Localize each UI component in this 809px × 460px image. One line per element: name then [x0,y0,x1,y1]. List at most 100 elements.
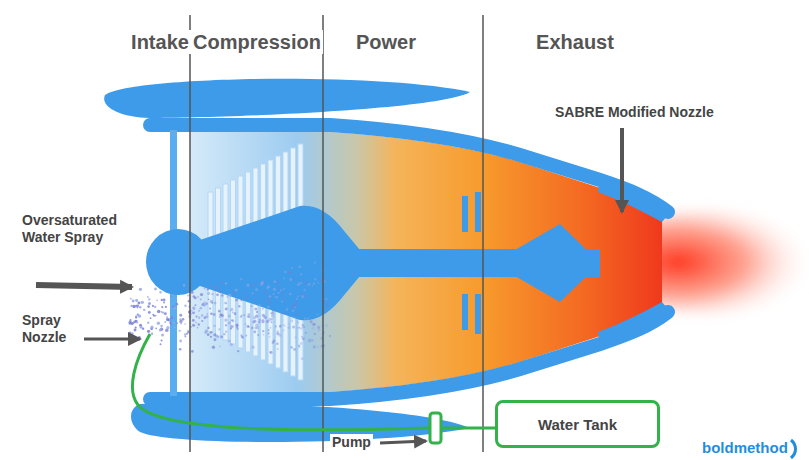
water-droplet [156,299,158,301]
water-droplet [225,307,228,310]
water-droplet [294,302,296,304]
water-droplet [155,315,157,317]
water-droplet [213,325,215,327]
water-droplet [245,335,247,337]
water-droplet [130,298,132,300]
water-droplet [269,336,271,338]
water-droplet [184,323,186,325]
water-droplet [240,299,242,301]
water-droplet [167,318,170,321]
water-droplet [135,320,137,322]
water-droplet [281,300,283,302]
water-droplet [218,290,221,293]
water-droplet [254,293,256,295]
water-droplet [230,325,233,328]
water-droplet [198,323,200,325]
water-droplet [261,319,264,322]
water-droplet [251,327,253,329]
water-droplet [269,295,272,298]
water-droplet [271,321,273,323]
water-droplet [194,296,197,299]
water-droplet [293,348,296,351]
callout-label: Spray Nozzle [20,312,84,346]
water-droplet [272,310,274,312]
water-droplet [178,330,180,332]
engine-casing [150,312,668,399]
water-droplet [308,281,310,283]
water-droplet [251,327,253,329]
water-droplet [326,302,329,305]
water-droplet [264,299,266,301]
water-droplet [253,331,256,334]
water-droplet [290,271,293,274]
water-droplet [207,333,210,336]
water-droplet [147,305,150,308]
water-droplet [143,309,145,311]
water-droplet [224,302,226,304]
water-droplet [201,320,203,322]
top-cowl [104,79,470,118]
water-droplet [301,336,303,338]
water-droplet [304,282,307,285]
water-droplet [294,336,296,338]
water-droplet [307,308,309,310]
callout-label: Pump [330,434,373,451]
water-droplet [270,351,273,354]
water-droplet [301,295,304,298]
water-droplet [283,277,285,279]
water-droplet [154,288,157,291]
water-droplet [148,311,151,314]
water-droplet [180,322,182,324]
water-droplet [232,319,235,322]
water-droplet [247,315,250,318]
water-droplet [252,292,254,294]
water-droplet [203,303,206,306]
water-droplet [213,333,216,336]
water-droplet [196,316,198,318]
water-droplet [300,327,302,329]
section-heading: Compression [191,30,323,54]
water-droplet [228,340,231,343]
water-droplet [225,324,227,326]
water-droplet [299,310,301,312]
water-droplet [282,292,285,295]
water-droplet [136,304,139,307]
water-droplet [294,317,296,319]
water-droplet [314,278,317,281]
callout-label: SABRE Modified Nozzle [553,104,716,121]
water-droplet [214,286,217,289]
water-droplet [191,350,194,353]
water-droplet [255,288,258,291]
water-droplet [276,330,278,332]
water-droplet [166,326,169,329]
water-droplet [292,325,295,328]
water-droplet [224,318,227,321]
callout-label: Oversaturated Water Spray [20,212,136,246]
water-spray [128,261,331,360]
water-droplet [301,357,304,360]
water-droplet [258,321,260,323]
water-droplet [235,299,238,302]
water-droplet [159,291,161,293]
water-droplet [268,332,270,334]
water-droplet [287,326,290,329]
water-droplet [212,346,215,349]
water-droplet [155,328,157,330]
water-droplet [219,316,221,318]
water-droplet [217,336,219,338]
water-droplet [218,328,220,330]
water-droplet [200,298,202,300]
water-droplet [245,296,248,299]
water-droplet [292,309,295,312]
water-droplet [298,345,300,347]
water-droplet [132,300,135,303]
water-droplet [140,326,143,329]
water-droplet [280,290,282,292]
water-droplet [244,323,246,325]
water-droplet [135,299,138,302]
water-droplet [298,327,300,329]
water-droplet [240,278,242,280]
water-droplet [263,334,265,336]
water-droplet [230,310,232,312]
